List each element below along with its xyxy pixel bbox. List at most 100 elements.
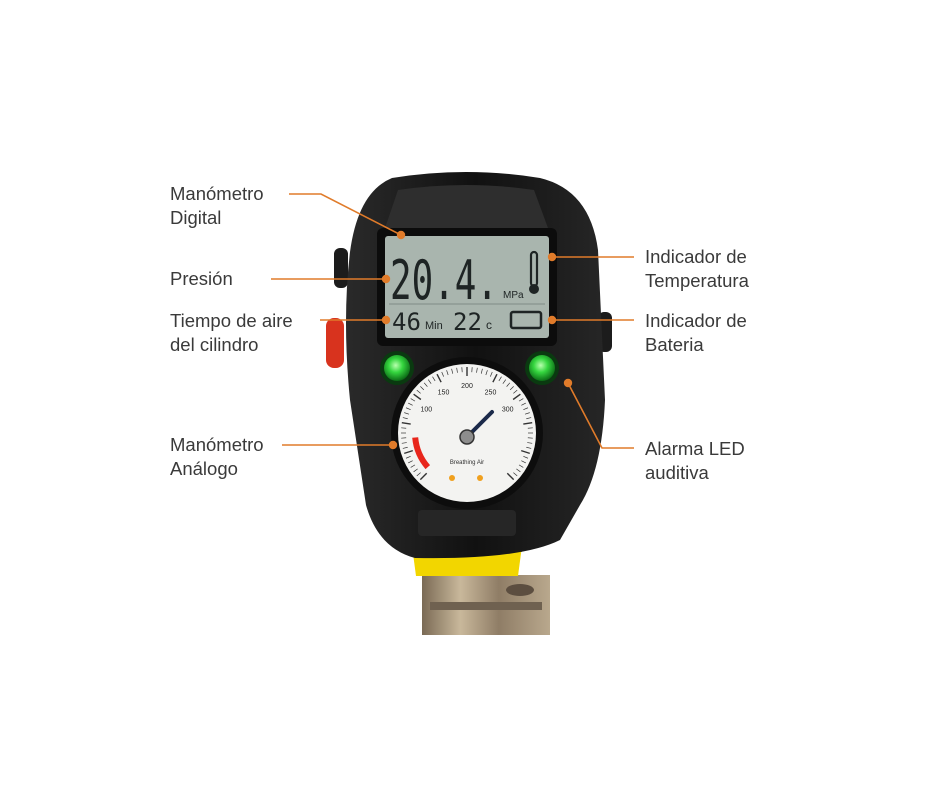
dial-tick	[485, 370, 488, 376]
dial-tick	[410, 464, 416, 468]
dial-tick	[405, 407, 411, 410]
label-line: del cilindro	[170, 334, 259, 355]
scale-label: 100	[420, 407, 432, 414]
leader-dot	[547, 315, 557, 325]
dial-tick	[512, 393, 521, 401]
leader-lines	[271, 193, 634, 449]
dial-tick	[521, 402, 526, 406]
dial-tick	[523, 456, 529, 459]
dial-tick	[506, 382, 511, 387]
dial-tick	[404, 449, 414, 455]
scale-label: 200	[461, 383, 473, 390]
analog-gauge-scale-labels: 100 150 200 250 300	[420, 383, 513, 414]
dial-tick	[423, 382, 428, 387]
dial-tick	[480, 368, 483, 374]
label-line: Presión	[170, 268, 233, 289]
dial-tick	[427, 379, 432, 384]
leader-dot	[547, 252, 557, 262]
dial-tick	[416, 472, 421, 477]
led-light-right	[529, 355, 555, 381]
dial-tick	[408, 402, 413, 406]
label-analog-gauge: Manómetro Análogo	[170, 433, 264, 481]
label-battery-indicator: Indicador de Bateria	[645, 309, 747, 357]
dial-tick	[456, 367, 458, 373]
lcd-temp-unit: c	[486, 318, 492, 332]
leader-dot	[396, 230, 406, 240]
leader-dot	[381, 274, 391, 284]
label-audible-led-alarm: Alarma LED auditiva	[645, 437, 745, 485]
dial-tick	[513, 472, 518, 477]
analog-gauge-hub	[459, 429, 475, 445]
label-line: Análogo	[170, 458, 238, 479]
dial-tick	[523, 421, 533, 425]
thermometer-bulb-icon	[529, 284, 539, 294]
label-line: auditiva	[645, 462, 709, 483]
dial-tick	[451, 368, 454, 374]
label-pressure: Presión	[170, 267, 233, 291]
dial-tick	[524, 412, 530, 415]
label-line: Temperatura	[645, 270, 749, 291]
dial-tick	[513, 389, 518, 394]
dial-tick	[402, 417, 408, 420]
led-light-left	[384, 355, 410, 381]
dial-tick	[401, 421, 411, 425]
leader-endpoints	[381, 230, 573, 450]
label-digital-gauge: Manómetro Digital	[170, 182, 264, 230]
label-line: Indicador de	[645, 310, 747, 331]
lcd-time-unit: Min	[425, 320, 443, 332]
gauge-dot	[449, 475, 455, 481]
dial-tick	[413, 468, 418, 473]
label-line: Manómetro	[170, 434, 264, 455]
dial-tick	[441, 371, 444, 377]
dial-tick	[506, 472, 515, 481]
lcd-time-value: 46	[392, 308, 421, 336]
label-line: Digital	[170, 207, 222, 228]
fitting-groove	[430, 602, 542, 610]
lcd-pressure-unit: MPa	[503, 290, 524, 301]
scale-label: 300	[502, 407, 514, 414]
dial-tick	[416, 389, 421, 394]
dial-tick	[404, 412, 410, 415]
battery-icon	[509, 310, 543, 330]
leader-digital-gauge	[289, 193, 402, 236]
fitting-nut	[506, 584, 534, 596]
dial-tick	[436, 373, 442, 383]
label-line: Bateria	[645, 334, 704, 355]
dial-tick	[402, 446, 408, 449]
analog-gauge-red-zone	[412, 437, 431, 470]
leader-led-alarm	[567, 382, 634, 449]
body-bottom-pad	[418, 510, 516, 536]
dial-tick	[509, 386, 514, 391]
gauge-dot	[477, 475, 483, 481]
lcd-pressure-value: 20.4.	[390, 249, 498, 312]
dial-tick	[446, 370, 449, 376]
label-cylinder-air-time: Tiempo de aire del cilindro	[170, 309, 293, 357]
dial-tick	[419, 472, 428, 481]
lcd-temp-value: 22	[453, 308, 482, 336]
dial-tick	[408, 460, 413, 464]
dial-tick	[476, 367, 478, 373]
leader-dot	[381, 315, 391, 325]
scale-label: 250	[485, 389, 497, 396]
dial-tick	[518, 464, 524, 468]
analog-gauge-ticks	[401, 367, 533, 481]
dial-tick	[520, 449, 530, 455]
dial-tick	[526, 417, 532, 420]
dial-tick	[420, 386, 425, 391]
dial-tick	[527, 442, 533, 444]
dial-tick	[498, 376, 502, 382]
leader-dot	[563, 378, 573, 388]
dial-tick	[502, 379, 507, 384]
label-line: Alarma LED	[645, 438, 745, 459]
dial-tick	[518, 398, 524, 402]
label-temperature-indicator: Indicador de Temperatura	[645, 245, 749, 293]
label-line: Indicador de	[645, 246, 747, 267]
leader-dot	[388, 440, 398, 450]
label-line: Manómetro	[170, 183, 264, 204]
dial-tick	[521, 460, 526, 464]
dial-tick	[516, 468, 521, 473]
dial-tick	[432, 376, 436, 382]
dial-tick	[490, 371, 493, 377]
dial-tick	[405, 456, 411, 459]
